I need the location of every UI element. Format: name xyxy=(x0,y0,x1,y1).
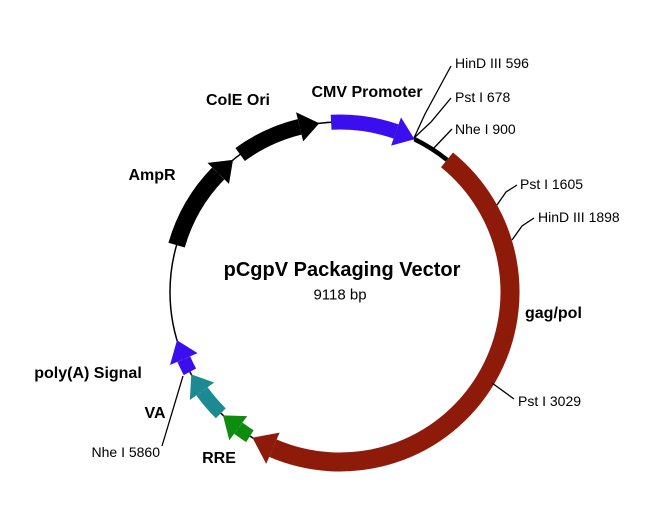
site-leader-hind-iii-1898 xyxy=(511,217,535,241)
site-label-hind-iii-596: HinD III 596 xyxy=(455,55,529,71)
site-label-hind-iii-1898: HinD III 1898 xyxy=(538,209,620,225)
segment-arc-va xyxy=(196,387,226,419)
site-leader-nhe-i-5860 xyxy=(161,375,184,447)
segment-label-gag-pol: gag/pol xyxy=(525,305,582,322)
segment-arc-ampr xyxy=(168,167,225,248)
site-label-nhe-i-900: Nhe I 900 xyxy=(455,121,516,137)
backbone-connector-arc xyxy=(413,137,449,162)
segment-arrowhead-cmv-promoter xyxy=(391,117,415,146)
segment-arrowhead-rre xyxy=(222,415,248,441)
site-leader-hind-iii-596 xyxy=(413,65,452,139)
map-title: pCgpV Packaging Vector xyxy=(223,259,461,281)
segment-arrowhead-ampr xyxy=(207,159,234,184)
segment-arc-poly-a-signal xyxy=(177,356,197,376)
site-leader-pst-i-3029 xyxy=(491,382,515,400)
segment-arc-cmv-promoter xyxy=(330,114,399,139)
site-label-pst-i-1605: Pst I 1605 xyxy=(520,176,584,192)
segment-label-cmv-promoter: CMV Promoter xyxy=(311,84,423,101)
segment-label-poly-a-signal: poly(A) Signal xyxy=(34,365,142,382)
segment-arrowhead-cole-ori xyxy=(296,112,320,142)
segment-arc-cole-ori xyxy=(235,119,302,162)
segment-label-ampr: AmpR xyxy=(128,167,176,184)
segment-arrowhead-poly-a-signal xyxy=(170,340,198,365)
site-leader-pst-i-1605 xyxy=(496,184,518,206)
site-label-nhe-i-5860: Nhe I 5860 xyxy=(91,444,161,460)
site-leader-nhe-i-900 xyxy=(432,128,453,150)
segment-arrowhead-va xyxy=(189,374,215,401)
segment-label-va: VA xyxy=(144,405,166,422)
site-leader-pst-i-678 xyxy=(413,97,452,139)
site-label-pst-i-678: Pst I 678 xyxy=(455,89,511,105)
segment-arc-gag-pol xyxy=(269,152,520,472)
segment-label-rre: RRE xyxy=(202,450,236,467)
segment-arrowhead-gag-pol xyxy=(252,432,280,464)
segment-arc-rre xyxy=(234,422,254,443)
map-subtitle: 9118 bp xyxy=(313,286,367,304)
segment-label-cole-ori: ColE Ori xyxy=(205,92,271,109)
site-label-pst-i-3029: Pst I 3029 xyxy=(518,393,582,409)
